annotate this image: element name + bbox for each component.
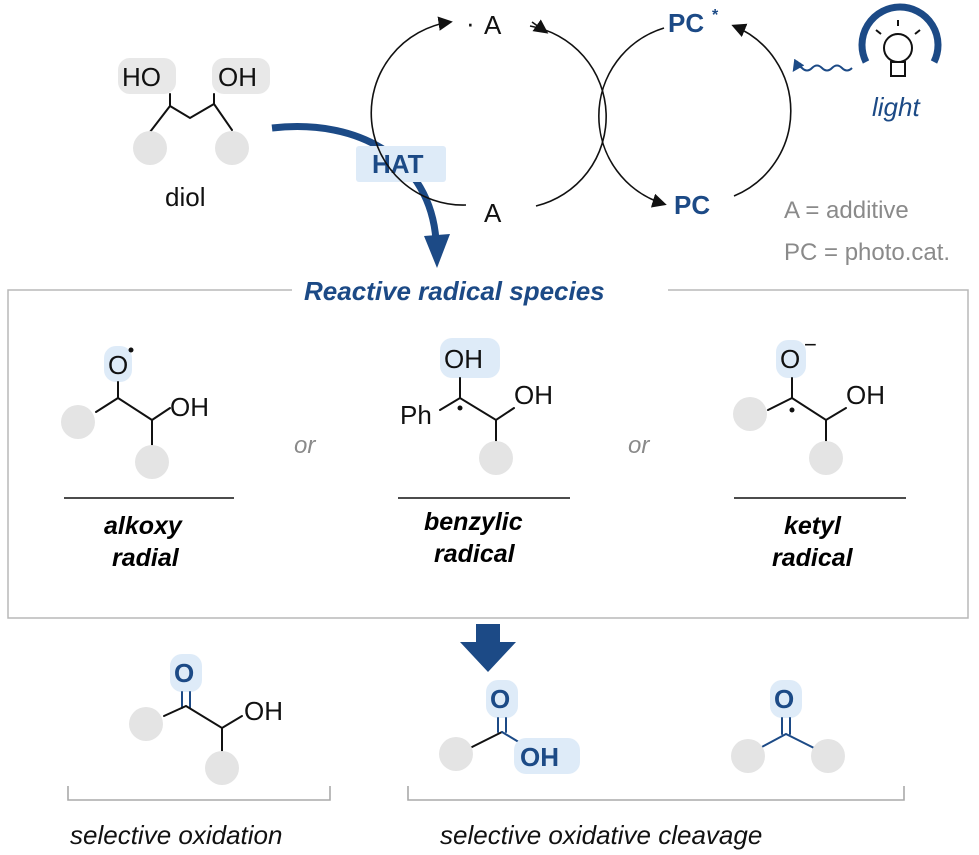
- substituent-circle: [61, 405, 95, 439]
- benzylic-oh-right-label: OH: [514, 380, 553, 410]
- alkoxy-radical-structure: O OH: [61, 346, 209, 479]
- diol-label: diol: [165, 182, 205, 212]
- lightbulb-icon: [858, 3, 942, 77]
- substituent-circle: [205, 751, 239, 785]
- hat-arrowhead: [424, 234, 450, 268]
- ketone-o-label: O: [174, 658, 194, 688]
- additive-label: A: [484, 198, 502, 228]
- substituent-circle: [479, 441, 513, 475]
- ketyl-o-label: O: [780, 344, 800, 374]
- ketone-oh-label: OH: [244, 696, 283, 726]
- alkoxy-name-line1: alkoxy: [104, 512, 183, 540]
- legend-photocatalyst: PC = photo.cat.: [784, 239, 950, 266]
- or-label: or: [628, 432, 650, 459]
- ketyl-radical-structure: O − OH: [733, 332, 885, 475]
- light-wave-arrow: [792, 58, 853, 72]
- ketyl-name-line2: radical: [772, 544, 854, 572]
- substituent-circle: [215, 131, 249, 165]
- diol-structure: HO OH diol: [118, 58, 270, 212]
- substituent-circle: [811, 739, 845, 773]
- light-label: light: [872, 92, 921, 122]
- acid-oh-label: OH: [520, 742, 559, 772]
- hat-arrow: [271, 123, 440, 241]
- pc-excited-star: *: [712, 7, 719, 24]
- ketyl-oh-label: OH: [846, 380, 885, 410]
- diol-oh-label: OH: [218, 62, 257, 92]
- pc-label: PC: [674, 190, 710, 220]
- additive-radical-label: A: [484, 10, 502, 40]
- substituent-circle: [129, 707, 163, 741]
- carboxylic-acid-structure: O OH: [439, 680, 580, 774]
- hydroxy-ketone-structure: O OH: [129, 654, 283, 785]
- benzylic-name-line2: radical: [434, 540, 516, 568]
- hat-badge: [356, 146, 446, 182]
- radical-species-box: [7, 289, 969, 619]
- selective-oxidation-label: selective oxidation: [70, 820, 282, 850]
- radical-dot: ·: [466, 8, 475, 38]
- alkoxy-oh-label: OH: [170, 392, 209, 422]
- ketyl-name-line1: ketyl: [784, 512, 842, 540]
- alkoxy-name-line2: radial: [112, 544, 180, 572]
- substituent-circle: [133, 131, 167, 165]
- radical-dot: [128, 347, 134, 353]
- substituent-circle: [439, 737, 473, 771]
- radical-dot: [789, 407, 795, 413]
- left-bracket: [67, 786, 331, 801]
- legend-additive: A = additive: [784, 197, 909, 224]
- pc-excited-label: PC: [668, 8, 704, 38]
- diol-ho-label: HO: [122, 62, 161, 92]
- benzylic-radical-structure: OH Ph OH: [400, 338, 553, 475]
- radical-dot: [457, 405, 463, 411]
- down-arrow: [460, 624, 516, 672]
- substituent-circle: [809, 441, 843, 475]
- acid-o-label: O: [490, 684, 510, 714]
- benzylic-oh-top-label: OH: [444, 344, 483, 374]
- ketone-structure: O: [731, 680, 845, 773]
- substituent-circle: [733, 397, 767, 431]
- ketyl-minus-label: −: [804, 332, 817, 357]
- benzylic-name-line1: benzylic: [424, 508, 523, 536]
- selective-cleavage-label: selective oxidative cleavage: [440, 820, 762, 850]
- carbonyl-o-label: O: [774, 684, 794, 714]
- alkoxy-o-label: O: [108, 350, 128, 380]
- additive-cycle: · A A: [370, 8, 607, 228]
- radical-species-title: Reactive radical species: [304, 276, 605, 306]
- substituent-circle: [135, 445, 169, 479]
- right-bracket: [407, 786, 905, 801]
- substituent-circle: [731, 739, 765, 773]
- benzylic-ph-label: Ph: [400, 400, 432, 430]
- photocatalyst-cycle: PC * PC: [598, 7, 792, 220]
- or-label: or: [294, 432, 316, 459]
